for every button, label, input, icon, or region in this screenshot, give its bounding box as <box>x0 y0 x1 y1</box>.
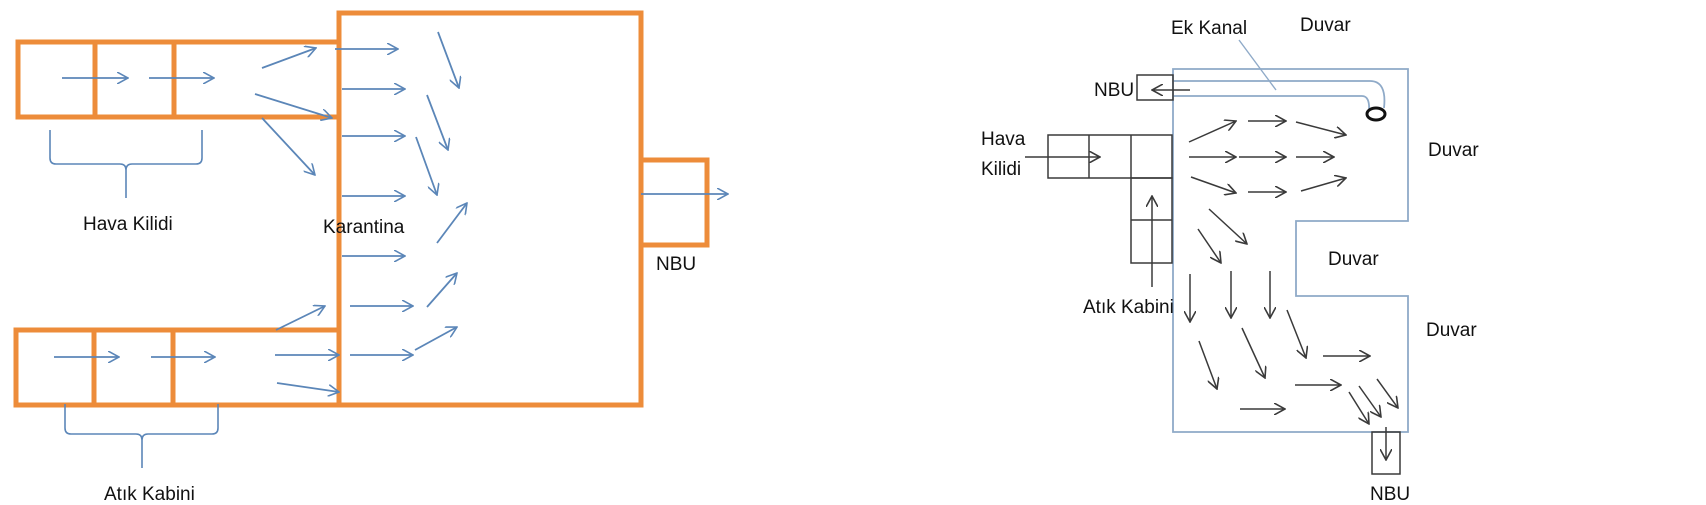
waste-cabin-label: Atık Kabini <box>1083 297 1174 318</box>
waste-cabin-label: Atık Kabini <box>104 484 195 505</box>
airflow-arrow <box>1241 327 1265 378</box>
quarantine-label: Karantina <box>323 217 405 238</box>
air-lock-block-wall <box>15 39 342 120</box>
airflow-arrow <box>261 117 315 175</box>
wall-label-right-lower: Duvar <box>1426 320 1477 341</box>
air-lock-label-line1: Hava <box>981 129 1026 150</box>
airflow-arrow <box>1358 385 1381 417</box>
airflow-arrow <box>254 93 332 118</box>
waste-cabin-brace <box>64 404 219 468</box>
right-airflow-arrows <box>1025 90 1398 460</box>
nbu-top-box <box>1136 74 1174 101</box>
left-airflow-arrows <box>54 31 728 392</box>
airflow-arrow <box>414 327 457 351</box>
extra-channel-opening <box>1365 106 1387 122</box>
airflow-arrow <box>276 382 339 392</box>
extra-channel-label: Ek Kanal <box>1171 18 1247 39</box>
airflow-arrow <box>1188 121 1236 143</box>
airflow-arrow <box>1197 228 1221 263</box>
quarantine-room-wall <box>336 10 644 408</box>
airflow-arrow <box>1208 208 1247 244</box>
waste-cabin-block-wall <box>13 327 342 408</box>
air-lock-label-line2: Kilidi <box>981 159 1021 180</box>
airflow-arrow <box>437 31 459 88</box>
nbu-bottom-label: NBU <box>1370 484 1410 505</box>
left-floorplan: Hava Kilidi Karantina Atık Kabini NBU <box>13 10 728 505</box>
airflow-arrow <box>1295 121 1346 135</box>
airflow-arrow <box>261 48 316 69</box>
extra-channel-duct <box>1173 80 1386 112</box>
airflow-arrow <box>1190 176 1236 193</box>
air-lock-brace <box>49 130 203 198</box>
wall-label-notch: Duvar <box>1328 249 1379 270</box>
wall-label-right-upper: Duvar <box>1428 140 1479 161</box>
airflow-arrow <box>436 203 467 244</box>
air-lock-label: Hava Kilidi <box>83 214 173 235</box>
right-floorplan: Ek Kanal Duvar Duvar Duvar Duvar NBU NBU… <box>981 15 1479 505</box>
extra-channel-pointer <box>1238 39 1277 91</box>
nbu-label: NBU <box>656 254 696 275</box>
room-outer-wall <box>1172 68 1409 433</box>
airflow-arrow <box>1198 340 1217 389</box>
nbu-top-label: NBU <box>1094 80 1134 101</box>
nbu-box-wall <box>641 157 710 248</box>
airflow-arrow <box>1300 178 1346 192</box>
airflow-arrow <box>1286 309 1306 358</box>
airflow-arrow <box>426 273 457 308</box>
wall-label-top: Duvar <box>1300 15 1351 36</box>
airflow-arrow <box>415 136 437 195</box>
airflow-arrow <box>1348 391 1369 424</box>
airflow-arrow <box>1376 378 1398 408</box>
airflow-arrow <box>275 306 325 331</box>
airflow-arrow <box>426 94 448 150</box>
